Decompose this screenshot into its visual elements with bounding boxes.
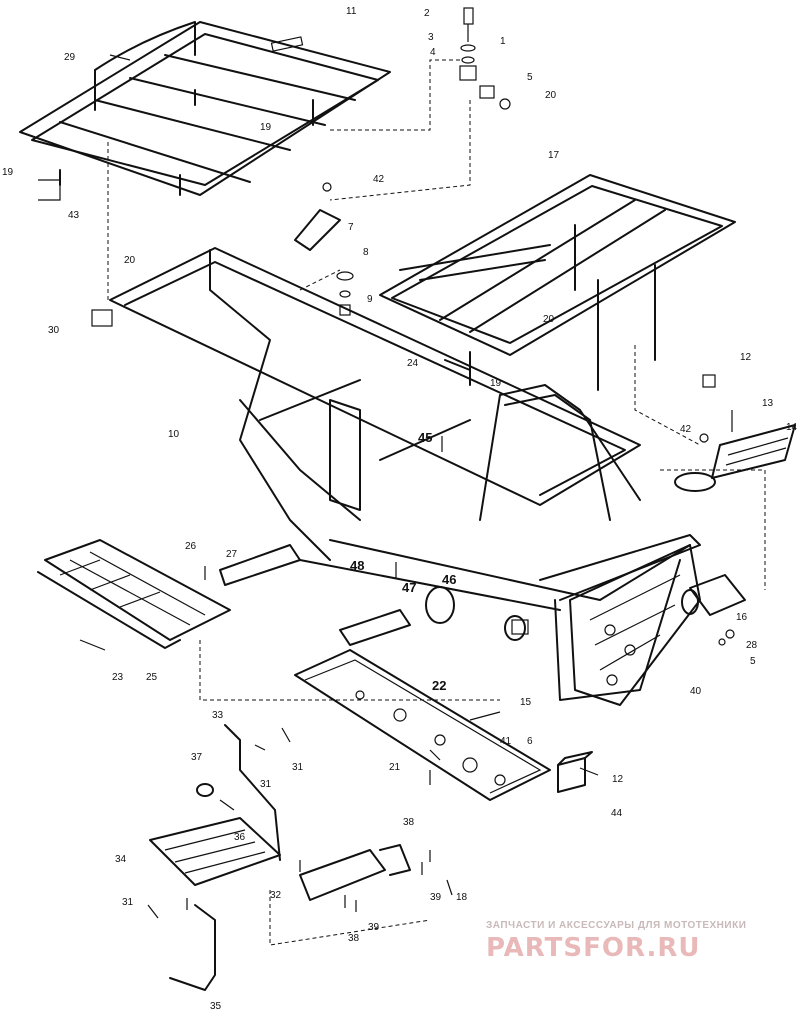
callout-32: 32: [270, 890, 282, 901]
watermark-tagline: ЗАПЧАСТИ И АКСЕССУАРЫ ДЛЯ МОТОТЕХНИКИ: [486, 920, 747, 931]
callout-31: 31: [122, 897, 134, 908]
main-frame: [109, 247, 716, 701]
callout-47: 47: [402, 580, 416, 595]
footpeg-assembly: [149, 817, 411, 901]
callout-29: 29: [64, 52, 76, 63]
callout-40: 40: [690, 686, 702, 697]
callout-3: 3: [428, 32, 434, 43]
callout-37: 37: [191, 752, 203, 763]
callout-44: 44: [611, 808, 623, 819]
callout-43: 43: [68, 210, 80, 221]
right-footrest: [711, 424, 796, 479]
callout-6: 6: [527, 736, 533, 747]
callout-35: 35: [210, 1001, 222, 1012]
callout-27: 27: [226, 549, 238, 560]
callout-19: 19: [2, 167, 14, 178]
callout-25: 25: [146, 672, 158, 683]
watermark-brand: PARTSFOR.RU: [486, 933, 701, 963]
callout-8: 8: [363, 247, 369, 258]
callout-12: 12: [612, 774, 624, 785]
callout-45: 45: [418, 430, 432, 445]
callout-14: 14: [786, 422, 798, 433]
callout-13: 13: [762, 398, 774, 409]
callout-9: 9: [367, 294, 373, 305]
callout-16: 16: [736, 612, 748, 623]
callout-21: 21: [389, 762, 401, 773]
skid-plate: [294, 649, 551, 801]
callout-18: 18: [456, 892, 468, 903]
callout-26: 26: [185, 541, 197, 552]
callout-24: 24: [407, 358, 419, 369]
callout-5: 5: [527, 72, 533, 83]
front-bumper: [569, 544, 701, 706]
cover-tube: [681, 574, 746, 616]
callout-17: 17: [548, 150, 560, 161]
front-rack: [379, 174, 736, 391]
callout-19: 19: [490, 378, 502, 389]
callout-20: 20: [545, 90, 557, 101]
callout-39: 39: [430, 892, 442, 903]
callout-4: 4: [430, 47, 436, 58]
callout-28: 28: [746, 640, 758, 651]
leader-lines: [107, 54, 766, 946]
callout-2: 2: [424, 8, 430, 19]
callout-38: 38: [403, 817, 415, 828]
callout-23: 23: [112, 672, 124, 683]
rear-rack: [19, 21, 391, 201]
callout-31: 31: [292, 762, 304, 773]
callout-labels: 2134511202919194342717820930202419121314…: [2, 6, 798, 1012]
block-44: [557, 751, 593, 793]
callout-41: 41: [500, 736, 512, 747]
callout-19: 19: [260, 122, 272, 133]
callout-20: 20: [543, 314, 555, 325]
callout-11: 11: [346, 6, 357, 17]
callout-5: 5: [750, 656, 756, 667]
callout-31: 31: [260, 779, 272, 790]
callout-46: 46: [442, 572, 456, 587]
callout-39: 39: [368, 922, 380, 933]
callout-36: 36: [234, 832, 246, 843]
callout-12: 12: [740, 352, 752, 363]
callout-7: 7: [348, 222, 354, 233]
callout-42: 42: [680, 424, 692, 435]
watermark: ЗАПЧАСТИ И АКСЕССУАРЫ ДЛЯ МОТОТЕХНИКИ PA…: [486, 920, 786, 963]
brake-pedal-lever: [169, 724, 281, 991]
callout-48: 48: [350, 558, 364, 573]
callout-1: 1: [500, 36, 506, 47]
callout-10: 10: [168, 429, 180, 440]
callout-22: 22: [432, 678, 446, 693]
callout-15: 15: [520, 697, 532, 708]
callout-38: 38: [348, 933, 360, 944]
callout-30: 30: [48, 325, 60, 336]
hardware: [79, 7, 735, 919]
callout-33: 33: [212, 710, 224, 721]
left-footrest: [37, 539, 231, 649]
callout-20: 20: [124, 255, 136, 266]
callout-34: 34: [115, 854, 127, 865]
callout-42: 42: [373, 174, 385, 185]
